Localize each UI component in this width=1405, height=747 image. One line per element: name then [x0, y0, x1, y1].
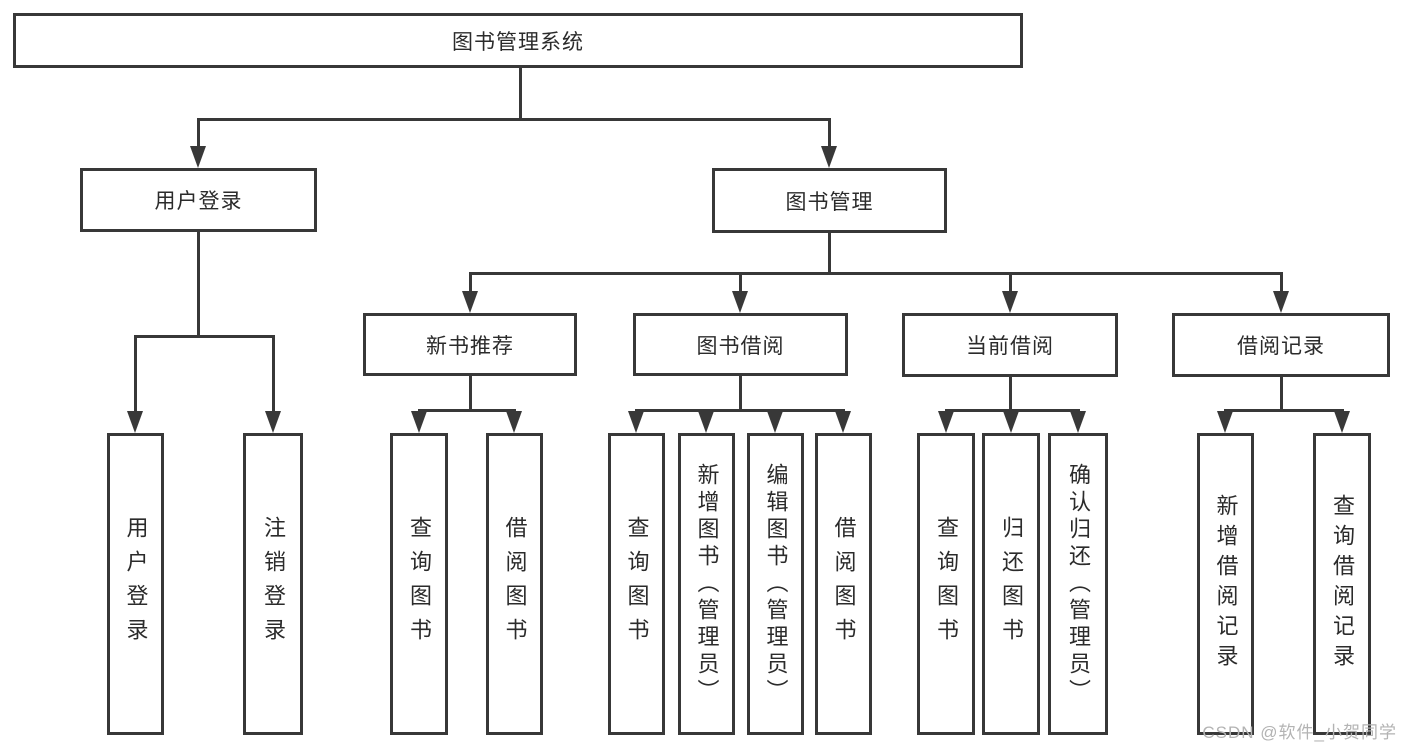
node-label: 新增图书（管理员）: [694, 462, 720, 706]
node-label: 查询图书: [934, 516, 959, 652]
arrowhead-down-icon: [1002, 291, 1018, 313]
leaf-logout: 注销登录: [243, 433, 303, 735]
connector-recommendation-split: [418, 409, 516, 412]
leaf-recommend-query-books: 查询图书: [390, 433, 448, 735]
leaf-borrowing-borrow-books: 借阅图书: [815, 433, 872, 735]
arrowhead-down-icon: [1070, 411, 1086, 433]
node-root-library-system: 图书管理系统: [13, 13, 1023, 68]
node-label: 借阅图书: [831, 516, 857, 652]
arrowhead-down-icon: [698, 411, 714, 433]
leaf-recommend-borrow-books: 借阅图书: [486, 433, 543, 735]
connector-recommendation-stub: [469, 376, 472, 409]
leaf-borrowing-add-books-admin: 新增图书（管理员）: [678, 433, 735, 735]
connector-drop-current: [1009, 272, 1012, 293]
connector-drop-records: [1280, 272, 1283, 293]
connector-root-stub: [519, 68, 522, 118]
node-label: 图书借阅: [696, 334, 785, 358]
arrowhead-down-icon: [265, 411, 281, 433]
node-label: 编辑图书（管理员）: [763, 462, 789, 706]
arrowhead-down-icon: [1217, 411, 1233, 433]
arrowhead-down-icon: [835, 411, 851, 433]
connector-drop-borrowing: [739, 272, 742, 293]
node-book-borrowing: 图书借阅: [633, 313, 848, 376]
node-label: 图书管理系统: [452, 30, 584, 54]
node-label: 借阅图书: [502, 516, 528, 652]
connector-root-split: [197, 118, 831, 121]
node-label: 查询借阅记录: [1330, 494, 1355, 674]
leaf-current-query-books: 查询图书: [917, 433, 975, 735]
arrowhead-down-icon: [732, 291, 748, 313]
node-current-borrowing: 当前借阅: [902, 313, 1118, 377]
node-user-login: 用户登录: [80, 168, 317, 232]
arrowhead-down-icon: [462, 291, 478, 313]
leaf-records-add-record: 新增借阅记录: [1197, 433, 1254, 735]
connector-current-stub: [1009, 377, 1012, 409]
node-label: 新书推荐: [426, 334, 514, 358]
leaf-borrowing-query-books: 查询图书: [608, 433, 665, 735]
arrowhead-down-icon: [506, 411, 522, 433]
arrowhead-down-icon: [190, 146, 206, 168]
connector-book-management-split: [469, 272, 1283, 275]
leaf-borrowing-edit-books-admin: 编辑图书（管理员）: [747, 433, 804, 735]
node-label: 新增借阅记录: [1213, 494, 1239, 674]
arrowhead-down-icon: [821, 146, 837, 168]
connector-drop-leaf-user-login: [134, 335, 137, 413]
connector-records-stub: [1280, 377, 1283, 409]
arrowhead-down-icon: [628, 411, 644, 433]
leaf-records-query-record: 查询借阅记录: [1313, 433, 1371, 735]
connector-borrowing-split: [635, 409, 845, 412]
connector-drop-book-management: [828, 118, 831, 150]
node-new-book-recommendation: 新书推荐: [363, 313, 577, 376]
leaf-current-confirm-return-admin: 确认归还（管理员）: [1048, 433, 1108, 735]
node-book-management: 图书管理: [712, 168, 947, 233]
connector-drop-recommendation: [469, 272, 472, 293]
connector-drop-user-login: [197, 118, 200, 150]
csdn-watermark: CSDN @软件_小贺同学: [1202, 723, 1397, 742]
node-borrowing-records: 借阅记录: [1172, 313, 1390, 377]
leaf-user-login: 用户登录: [107, 433, 164, 735]
arrowhead-down-icon: [1273, 291, 1289, 313]
connector-book-management-stub: [828, 233, 831, 272]
leaf-current-return-books: 归还图书: [982, 433, 1040, 735]
node-label: 用户登录: [154, 190, 243, 213]
node-label: 注销登录: [261, 516, 286, 652]
connector-drop-leaf-logout: [272, 335, 275, 413]
connector-user-login-stub: [197, 232, 200, 335]
connector-records-split: [1224, 409, 1344, 412]
arrowhead-down-icon: [767, 411, 783, 433]
arrowhead-down-icon: [1334, 411, 1350, 433]
arrowhead-down-icon: [1003, 411, 1019, 433]
arrowhead-down-icon: [127, 411, 143, 433]
connector-borrowing-stub: [739, 376, 742, 409]
node-label: 归还图书: [999, 516, 1024, 652]
arrowhead-down-icon: [411, 411, 427, 433]
node-label: 查询图书: [624, 516, 650, 652]
arrowhead-down-icon: [938, 411, 954, 433]
connector-current-split: [945, 409, 1080, 412]
node-label: 当前借阅: [966, 335, 1054, 358]
node-label: 图书管理: [785, 190, 874, 214]
connector-user-login-split: [134, 335, 275, 338]
node-label: 用户登录: [123, 516, 149, 652]
node-label: 确认归还（管理员）: [1066, 462, 1091, 706]
node-label: 查询图书: [407, 516, 432, 652]
node-label: 借阅记录: [1237, 335, 1325, 358]
